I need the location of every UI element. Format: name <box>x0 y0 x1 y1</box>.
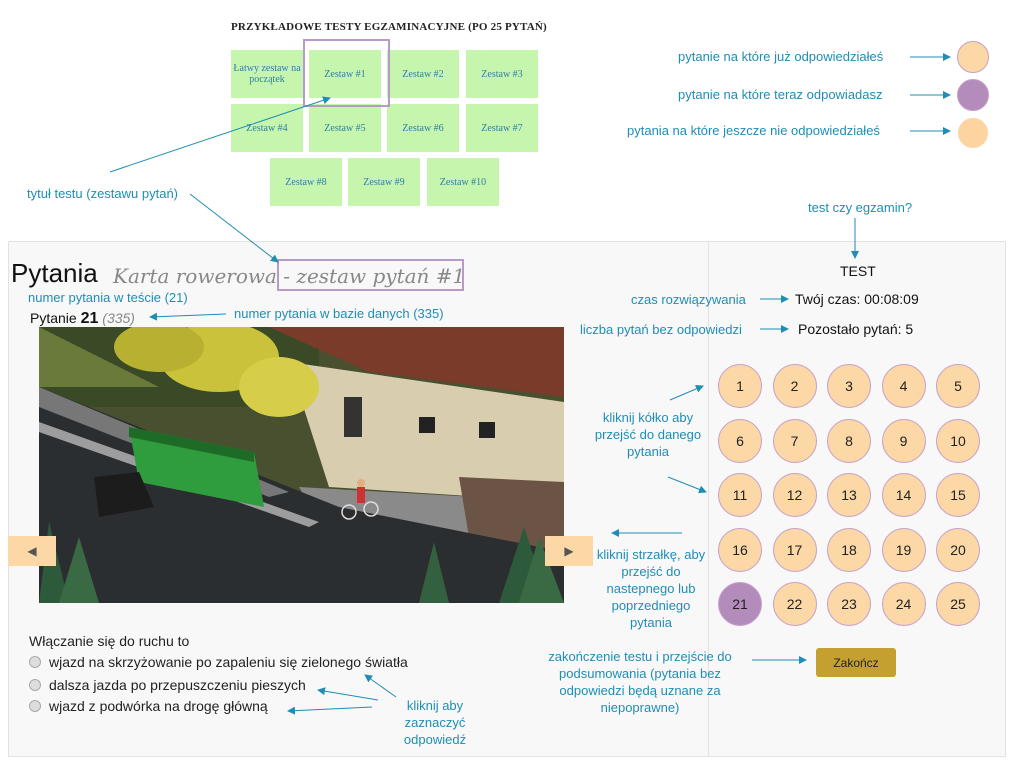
set-5[interactable]: Zestaw #5 <box>309 104 381 152</box>
question-circle-11[interactable]: 11 <box>718 473 762 517</box>
question-circle-25[interactable]: 25 <box>936 582 980 626</box>
legend-answered-text: pytanie na które już odpowiedziałeś <box>678 49 884 64</box>
annotation-question-number-test: numer pytania w teście (21) <box>28 290 188 305</box>
question-circle-5[interactable]: 5 <box>936 364 980 408</box>
question-circle-9[interactable]: 9 <box>881 418 926 463</box>
radio-icon[interactable] <box>29 700 41 712</box>
chevron-right-icon: ▶ <box>564 544 574 558</box>
question-text: Włączanie się do ruchu to <box>29 633 190 649</box>
radio-icon[interactable] <box>29 679 41 691</box>
question-circle-23[interactable]: 23 <box>827 582 871 626</box>
question-circle-15[interactable]: 15 <box>936 473 980 517</box>
question-image <box>39 327 564 603</box>
legend-answered-circle <box>957 41 989 73</box>
annotation-test-title: tytuł testu (zestawu pytań) <box>27 186 179 201</box>
set-8[interactable]: Zestaw #8 <box>270 158 342 206</box>
next-question-button[interactable]: ▶ <box>545 536 593 566</box>
question-circle-18[interactable]: 18 <box>827 527 871 572</box>
legend-unanswered-circle <box>957 117 989 149</box>
street-scene-illustration <box>39 327 564 603</box>
legend-current-text: pytanie na które teraz odpowiadasz <box>678 87 883 102</box>
finish-button[interactable]: Zakończ <box>816 648 896 677</box>
page-title: Pytania <box>11 258 98 288</box>
set-3[interactable]: Zestaw #3 <box>466 50 538 98</box>
question-db-number: (335) <box>102 310 135 326</box>
sets-title: PRZYKŁADOWE TESTY EGZAMINACYJNE (PO 25 P… <box>231 21 547 33</box>
question-circle-13[interactable]: 13 <box>827 473 871 517</box>
question-prefix: Pytanie <box>30 310 77 326</box>
answer-label-2: dalsza jazda po przepuszczeniu pieszych <box>49 677 306 693</box>
set-9[interactable]: Zestaw #9 <box>348 158 420 206</box>
question-label: Pytanie 21 (335) <box>30 310 135 328</box>
question-circle-21[interactable]: 21 <box>718 582 762 626</box>
legend-current-circle <box>957 79 989 111</box>
set-7[interactable]: Zestaw #7 <box>466 104 538 152</box>
question-circle-1[interactable]: 1 <box>718 364 762 408</box>
question-circle-22[interactable]: 22 <box>772 582 817 626</box>
answer-option-3[interactable]: wjazd z podwórka na drogę główną <box>29 698 268 714</box>
question-circle-6[interactable]: 6 <box>718 418 762 463</box>
radio-icon[interactable] <box>29 656 41 668</box>
question-circle-4[interactable]: 4 <box>881 364 926 408</box>
question-number: 21 <box>80 310 99 327</box>
annotation-click-answer: kliknij aby zaznaczyć odpowiedź <box>403 698 467 747</box>
question-circle-12[interactable]: 12 <box>772 473 817 517</box>
answer-option-2[interactable]: dalsza jazda po przepuszczeniu pieszych <box>29 677 306 693</box>
annotation-click-arrow: kliknij strzałkę, aby przejść do nastepn… <box>596 547 706 630</box>
question-circle-24[interactable]: 24 <box>881 582 926 626</box>
annotation-click-circle: kliknij kółko aby przejść do danego pyta… <box>594 410 702 459</box>
annotation-test-or-exam: test czy egzamin? <box>808 200 913 215</box>
test-title-highlight <box>277 259 464 291</box>
question-circle-20[interactable]: 20 <box>936 527 980 572</box>
question-circle-3[interactable]: 3 <box>827 364 871 408</box>
question-circle-19[interactable]: 19 <box>881 527 926 572</box>
set-10[interactable]: Zestaw #10 <box>427 158 499 206</box>
set-easy[interactable]: Łatwy zestaw na początek <box>231 50 303 98</box>
sidebar-divider <box>708 241 709 757</box>
answer-option-1[interactable]: wjazd na skrzyżowanie po zapaleniu się z… <box>29 654 408 670</box>
mode-label: TEST <box>840 263 876 279</box>
set-4[interactable]: Zestaw #4 <box>231 104 303 152</box>
question-circle-7[interactable]: 7 <box>772 418 817 463</box>
answer-label-3: wjazd z podwórka na drogę główną <box>49 698 268 714</box>
legend-unanswered-text: pytania na które jeszcze nie odpowiedzia… <box>627 123 880 138</box>
answer-label-1: wjazd na skrzyżowanie po zapaleniu się z… <box>49 654 408 670</box>
time-label: Twój czas: 00:08:09 <box>795 291 919 307</box>
selected-set-highlight <box>303 39 390 107</box>
set-6[interactable]: Zestaw #6 <box>387 104 459 152</box>
remaining-label: Pozostało pytań: 5 <box>798 321 914 337</box>
prev-question-button[interactable]: ◀ <box>8 536 56 566</box>
annotation-unanswered-count: liczba pytań bez odpowiedzi <box>580 322 742 337</box>
annotation-question-number-db: numer pytania w bazie danych (335) <box>234 306 444 321</box>
question-circle-8[interactable]: 8 <box>827 418 871 463</box>
question-circle-2[interactable]: 2 <box>772 364 817 408</box>
set-2[interactable]: Zestaw #2 <box>387 50 459 98</box>
annotation-finish-info: zakończenie testu i przejście do podsumo… <box>548 649 732 715</box>
question-circle-16[interactable]: 16 <box>718 527 762 572</box>
chevron-left-icon: ◀ <box>27 544 37 558</box>
question-circle-10[interactable]: 10 <box>936 418 980 463</box>
test-subtitle: Karta rowerowa - zestaw pytań #1 <box>113 264 466 288</box>
question-circle-14[interactable]: 14 <box>881 473 926 517</box>
set-1[interactable]: Zestaw #1 <box>309 50 381 98</box>
question-circle-17[interactable]: 17 <box>772 527 817 572</box>
annotation-solving-time: czas rozwiązywania <box>631 292 746 307</box>
